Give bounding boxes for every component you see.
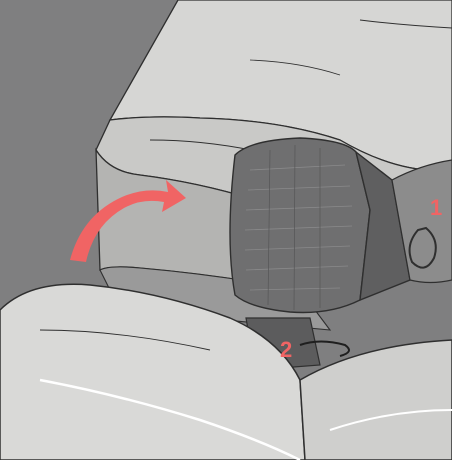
fold-cushion (230, 138, 370, 313)
callout-label-2: 2 (280, 337, 292, 362)
callout-label-1: 1 (430, 195, 442, 220)
